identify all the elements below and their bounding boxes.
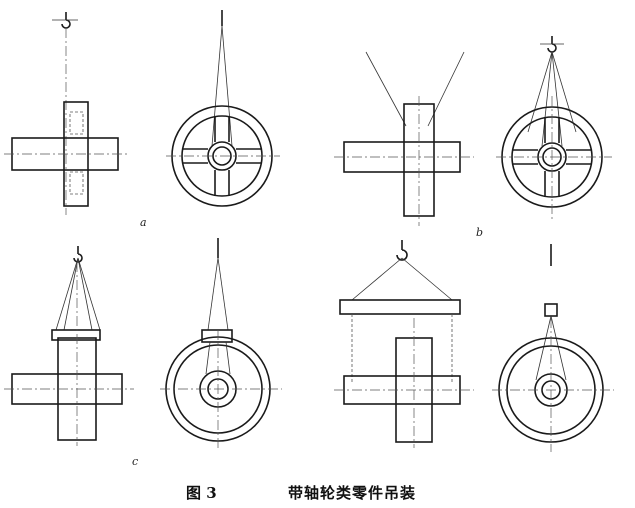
hook-icon bbox=[52, 12, 78, 29]
panel-label-b: b bbox=[476, 226, 483, 239]
figure-number: 图 3 bbox=[186, 484, 217, 502]
panel-label-a: a bbox=[140, 216, 147, 229]
hook-icon bbox=[540, 36, 564, 53]
spoked-wheel bbox=[496, 51, 612, 220]
panel-a: a bbox=[4, 10, 280, 229]
figure-title: 带轴轮类零件吊装 bbox=[288, 484, 417, 502]
hook-icon bbox=[73, 246, 83, 263]
hook-icon bbox=[396, 240, 408, 261]
panel-d bbox=[334, 240, 614, 452]
plain-wheel bbox=[492, 244, 614, 452]
panel-b: b bbox=[334, 36, 612, 239]
lifting-diagram: a b bbox=[4, 10, 614, 468]
spreader-beam bbox=[339, 299, 461, 315]
panel-label-c: c bbox=[132, 455, 138, 468]
figure-caption: 图 3 带轴轮类零件吊装 bbox=[0, 482, 635, 504]
plain-wheel bbox=[160, 238, 282, 450]
spoked-wheel bbox=[166, 10, 280, 207]
panel-c: c bbox=[4, 238, 282, 468]
